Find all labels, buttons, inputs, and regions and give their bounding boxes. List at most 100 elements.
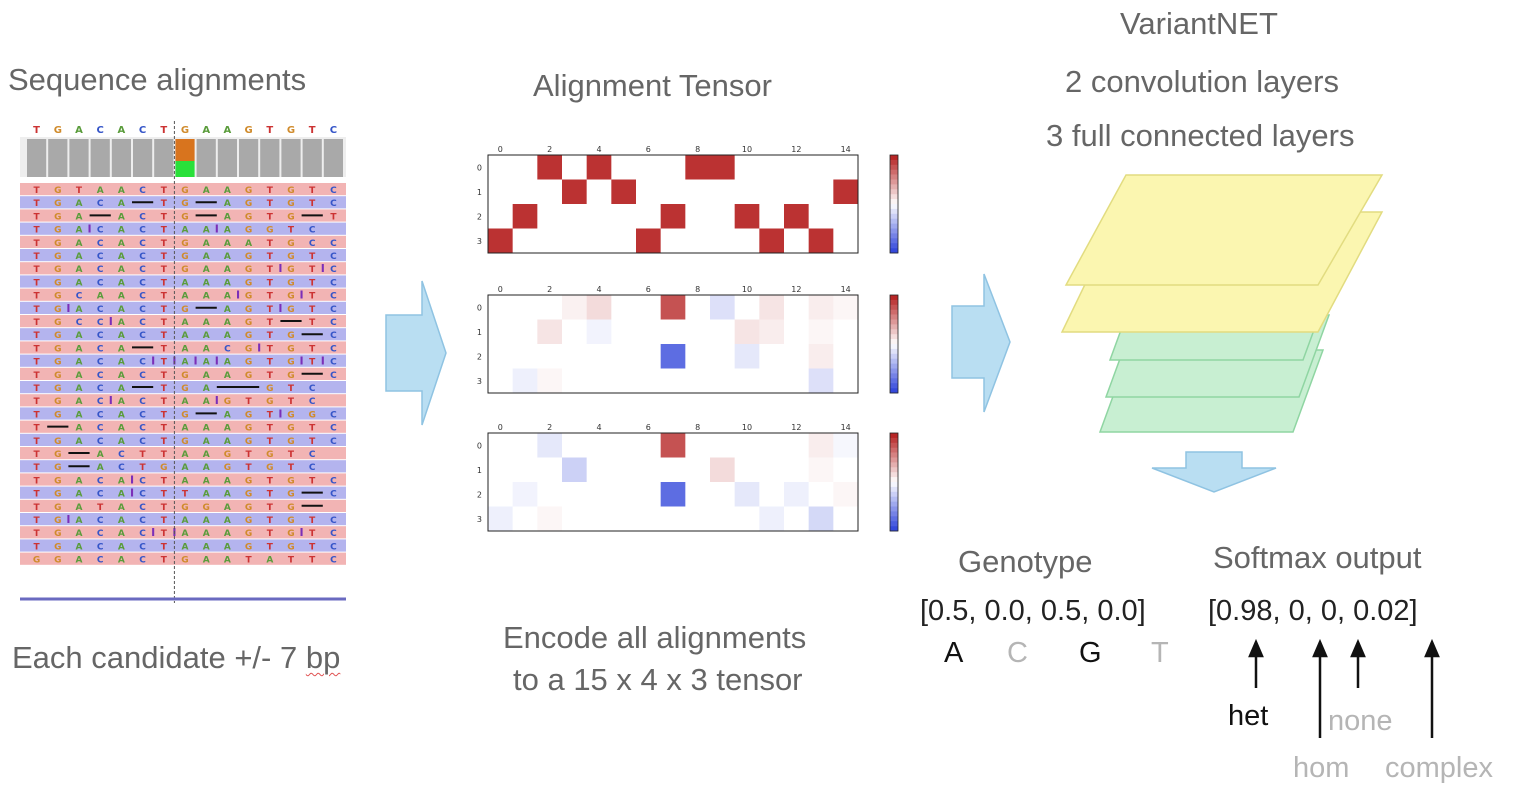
heatmap-cell <box>611 204 637 229</box>
read-base: T <box>267 318 274 328</box>
read-base: T <box>34 226 41 236</box>
read-base: T <box>330 212 337 222</box>
read-base: A <box>97 292 104 302</box>
heatmap-frame <box>487 432 859 532</box>
read-base: A <box>224 503 231 513</box>
read-base: C <box>330 344 337 354</box>
y-tick-label: 2 <box>477 352 482 361</box>
read-row <box>20 288 346 301</box>
read-base: T <box>34 371 41 381</box>
read-base: C <box>139 529 146 539</box>
read-base: A <box>203 476 210 486</box>
colorbar-segment <box>890 388 898 394</box>
read-base: A <box>182 226 189 236</box>
coverage-bar <box>260 139 280 177</box>
read-row <box>20 249 346 262</box>
read-base: C <box>330 278 337 288</box>
read-base: T <box>34 542 41 552</box>
heatmap-cell <box>784 433 809 458</box>
read-base: G <box>287 252 294 262</box>
heatmap-cell <box>488 228 513 254</box>
read-base: C <box>139 490 146 500</box>
x-tick-label: 4 <box>596 423 601 432</box>
colorbar-segment <box>890 194 898 200</box>
heatmap-cell <box>734 368 760 394</box>
heatmap-cell <box>710 295 735 320</box>
base-T: T <box>1151 637 1169 669</box>
read-base: A <box>118 278 125 288</box>
heatmap-cell <box>710 179 735 205</box>
read-base: C <box>330 556 337 566</box>
heatmap-cell <box>734 295 760 320</box>
read-base: T <box>161 529 168 539</box>
heatmap-cell <box>685 482 711 507</box>
read-base: C <box>139 212 146 222</box>
read-base: A <box>118 424 125 434</box>
read-base: A <box>76 265 83 275</box>
read-base: T <box>97 503 104 513</box>
heatmap-cell <box>710 155 735 180</box>
heatmap-cell <box>562 433 587 458</box>
heatmap-cell <box>611 344 637 369</box>
read-base: C <box>139 292 146 302</box>
read-row <box>20 275 346 288</box>
read-base: G <box>245 292 252 302</box>
read-base: A <box>118 410 125 420</box>
read-base: A <box>97 450 104 460</box>
read-base: G <box>54 199 61 209</box>
x-tick-label: 14 <box>841 145 851 154</box>
heatmap-cell <box>759 319 785 345</box>
read-base: T <box>309 358 316 368</box>
read-base: C <box>76 318 83 328</box>
x-tick-label: 12 <box>791 145 801 154</box>
read-base: G <box>287 344 294 354</box>
read-base: T <box>267 212 274 222</box>
read-base: A <box>118 344 125 354</box>
flow-arrow-1 <box>385 280 447 426</box>
read-base: T <box>161 358 168 368</box>
reference-base: A <box>224 125 232 136</box>
read-base: T <box>140 463 147 473</box>
read-base: A <box>118 556 125 566</box>
colorbar-segment <box>890 169 898 175</box>
read-base: T <box>267 239 274 249</box>
read-base: A <box>203 186 210 196</box>
x-tick-label: 0 <box>498 423 503 432</box>
coverage-bar <box>239 139 259 177</box>
x-tick-label: 10 <box>742 423 752 432</box>
read-base: G <box>287 503 294 513</box>
read-base: T <box>161 542 168 552</box>
colorbar-segment <box>890 452 898 458</box>
colorbar-segment <box>890 348 898 355</box>
insertion-mark: I <box>88 223 92 236</box>
read-base: A <box>76 424 83 434</box>
read-row <box>20 315 346 328</box>
colorbar-segment <box>890 243 898 249</box>
heatmap-cell <box>512 295 538 320</box>
heatmap-cell <box>611 319 637 345</box>
read-base: T <box>267 490 274 500</box>
heatmap-cell <box>808 228 834 254</box>
read-base: A <box>118 516 125 526</box>
heatmap-cell <box>685 155 711 180</box>
colorbar-segment <box>890 506 898 512</box>
read-base: T <box>161 252 168 262</box>
read-base: G <box>245 516 252 526</box>
conv-layer-1 <box>1064 174 1384 286</box>
heatmap-cell <box>611 295 637 320</box>
read-base: G <box>245 265 252 275</box>
heatmap-cell <box>537 506 563 532</box>
read-base: T <box>161 476 168 486</box>
heatmap-cell <box>636 295 661 320</box>
read-base: G <box>54 410 61 420</box>
heatmap-cell <box>488 179 513 205</box>
read-base: G <box>245 503 252 513</box>
read-base: G <box>54 542 61 552</box>
read-base: T <box>267 529 274 539</box>
insertion-mark: I <box>215 223 219 236</box>
heatmap-cell <box>784 228 809 254</box>
heatmap-cell <box>734 457 760 483</box>
read-base: A <box>224 292 231 302</box>
read-row <box>20 433 346 446</box>
read-base: G <box>54 516 61 526</box>
